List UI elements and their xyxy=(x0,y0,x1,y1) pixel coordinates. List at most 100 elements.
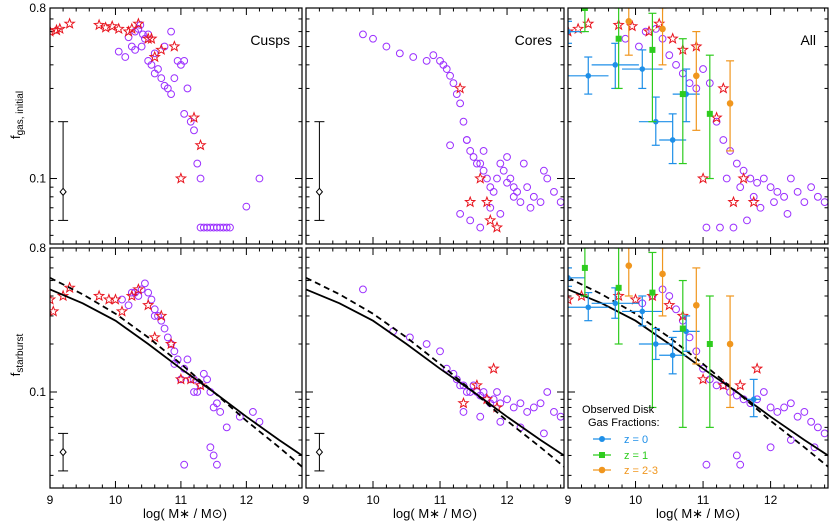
star-point xyxy=(142,32,155,44)
circle-point xyxy=(543,388,552,396)
model-curve-solid xyxy=(568,288,828,457)
circle-point xyxy=(206,443,215,452)
circle-point xyxy=(516,198,525,207)
circle-point xyxy=(793,412,802,421)
legend-title-2: Gas Fractions: xyxy=(588,417,660,429)
circle-point xyxy=(452,90,461,98)
star-point xyxy=(50,305,60,317)
circle-point xyxy=(641,27,650,36)
circle-point xyxy=(793,187,802,196)
circle-point xyxy=(509,192,518,201)
star-point xyxy=(747,195,760,208)
star-point xyxy=(568,25,575,37)
circle-point xyxy=(124,301,133,310)
obs-point-circle xyxy=(639,308,646,315)
model-curve-dashed xyxy=(568,276,828,468)
star-point xyxy=(112,22,125,35)
legend-title-1: Observed Disk xyxy=(582,404,655,416)
legend-label-z0: z = 0 xyxy=(624,434,648,446)
star-point xyxy=(710,111,723,123)
circle-point xyxy=(496,209,505,218)
circle-point xyxy=(672,60,680,69)
circle-point xyxy=(665,292,674,300)
obs-point-circle xyxy=(585,304,592,311)
circle-point xyxy=(736,460,745,469)
circle-point xyxy=(716,223,724,232)
circle-point xyxy=(780,403,789,412)
circle-point xyxy=(732,159,741,168)
circle-point xyxy=(699,364,707,373)
circle-point xyxy=(807,417,816,426)
circle-point xyxy=(209,451,218,460)
circle-point xyxy=(235,412,244,421)
plot-area xyxy=(50,276,302,472)
circle-point xyxy=(736,183,745,192)
circle-point xyxy=(167,27,175,36)
obs-point-square xyxy=(706,110,713,117)
circle-point xyxy=(196,174,205,183)
plot-area xyxy=(568,8,828,232)
panel-frame xyxy=(567,247,829,489)
x-tick-label: 11 xyxy=(434,493,447,507)
circle-point xyxy=(249,408,257,416)
circle-point xyxy=(783,209,792,218)
panel-frame xyxy=(49,247,303,489)
obs-point-square xyxy=(706,341,713,347)
circle-point xyxy=(186,117,195,126)
circle-point xyxy=(193,159,202,168)
circle-point xyxy=(813,192,822,201)
star-point xyxy=(717,81,730,94)
star-point xyxy=(50,23,63,36)
circle-point xyxy=(180,56,189,65)
circle-point xyxy=(800,408,809,416)
panel-title: All xyxy=(800,32,816,48)
circle-point xyxy=(190,388,198,396)
circle-point xyxy=(536,399,545,408)
circle-point xyxy=(446,141,454,150)
circle-point xyxy=(523,183,532,192)
legend-label-z1: z = 1 xyxy=(624,450,648,462)
star-point xyxy=(155,43,168,56)
circle-point xyxy=(509,403,518,412)
star-point xyxy=(125,289,138,302)
circle-point xyxy=(213,399,221,408)
star-point xyxy=(194,138,207,151)
circle-point xyxy=(526,203,535,212)
obs-point-square xyxy=(649,46,656,53)
circle-point xyxy=(170,74,179,83)
obs-point-square xyxy=(581,264,588,271)
circle-point xyxy=(543,174,552,183)
circle-point xyxy=(513,187,521,196)
circle-point xyxy=(665,51,674,60)
circle-point xyxy=(770,198,778,207)
circle-point xyxy=(780,192,789,201)
circle-point xyxy=(118,295,126,304)
panel-frame xyxy=(567,7,829,245)
y-tick-label: 0.8 xyxy=(29,241,46,255)
star-point xyxy=(145,32,158,44)
circle-point xyxy=(395,49,404,58)
circle-point xyxy=(749,192,758,201)
circle-point xyxy=(359,30,367,39)
model-curve-dashed xyxy=(306,276,564,468)
circle-point xyxy=(183,355,192,364)
circle-point xyxy=(150,305,159,314)
obs-point-circle xyxy=(659,270,666,278)
circle-point xyxy=(483,174,491,183)
circle-point xyxy=(550,408,558,416)
circle-point xyxy=(213,460,221,469)
y-ticks xyxy=(568,247,828,476)
circle-point xyxy=(180,460,189,469)
star-point xyxy=(464,195,477,208)
obs-point-square xyxy=(679,91,686,98)
circle-point xyxy=(516,399,525,408)
circle-point xyxy=(529,403,538,412)
circle-point xyxy=(462,388,471,396)
circle-point xyxy=(163,84,172,93)
star-point xyxy=(666,32,679,44)
xlabel-col-1: log( M∗ / M⊙) xyxy=(143,506,227,521)
y-ticks xyxy=(568,7,828,236)
circle-point xyxy=(539,166,548,175)
